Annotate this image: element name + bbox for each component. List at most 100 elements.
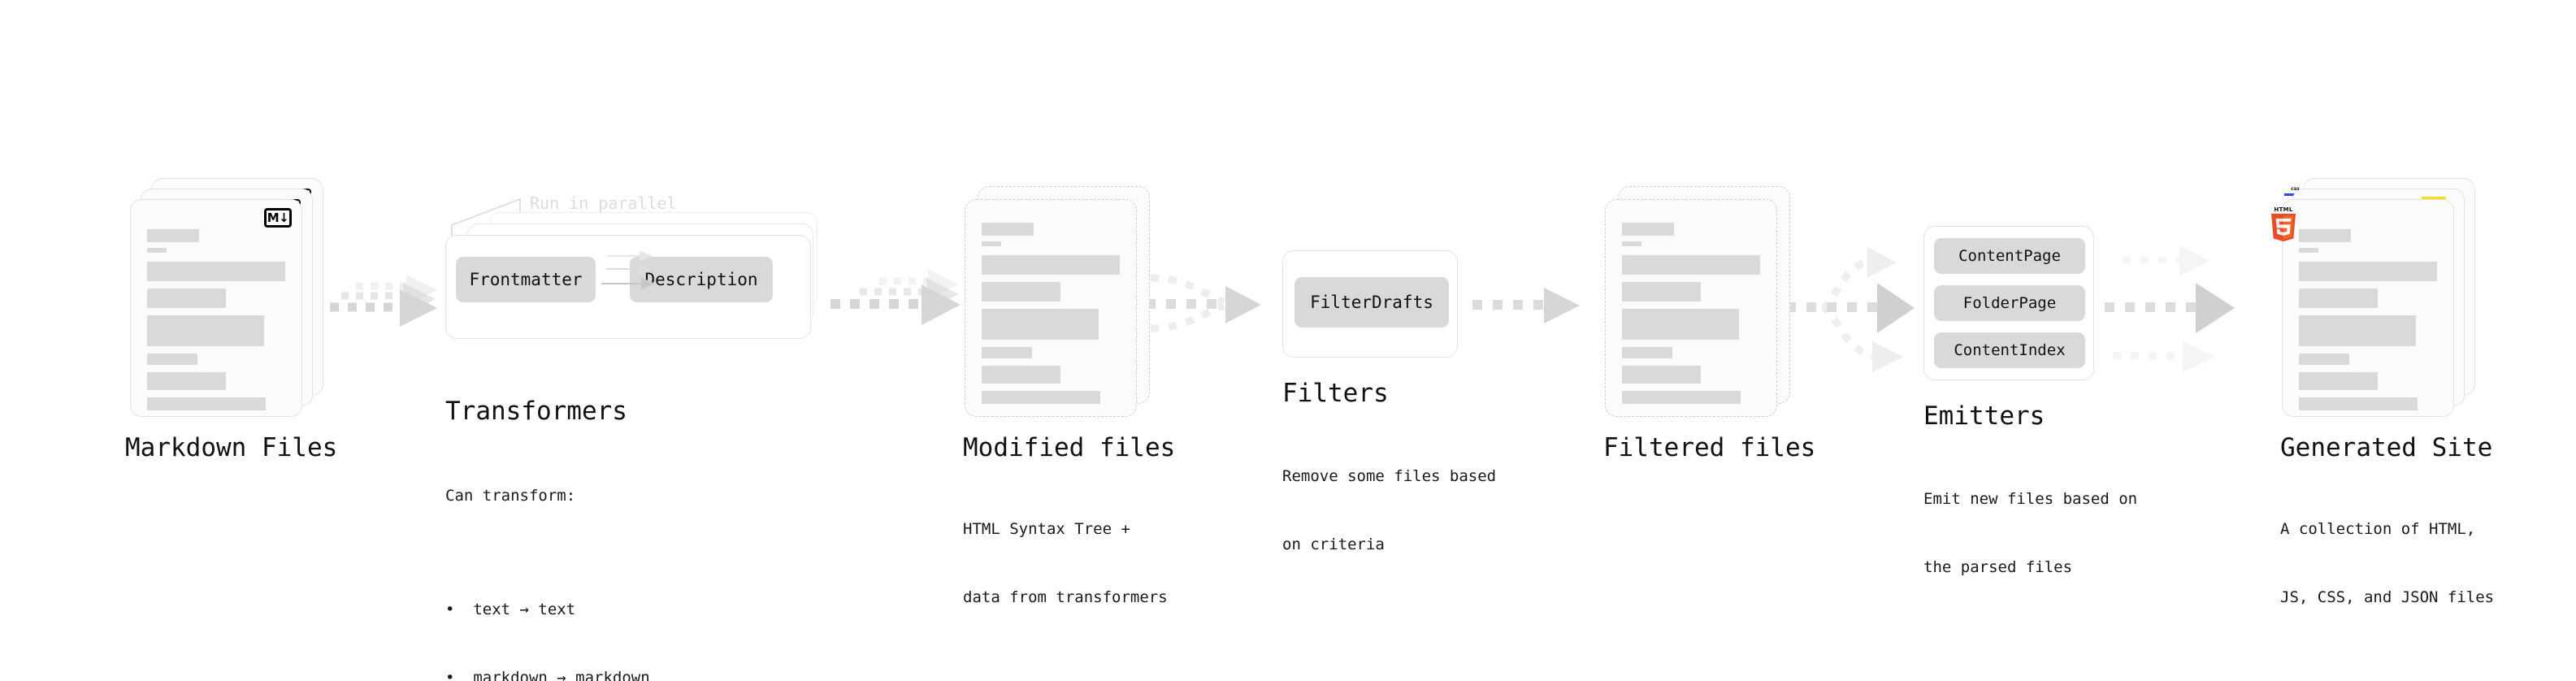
stacked-dashed-arrow-icon [312,275,437,327]
stage-transformers: Run in parallel Frontmatter Description [445,191,827,681]
html5-shield-icon [2270,214,2296,241]
plugin-pill-filterdrafts[interactable]: FilterDrafts [1295,277,1449,327]
css-badge-label: css [2291,186,2300,192]
transform-bullet: text → text [445,598,650,621]
markdown-card-front: M↓ [130,199,302,417]
placeholder-bar [147,262,285,281]
placeholder-bar [982,241,1001,246]
markdown-badge-label: M↓ [267,210,289,225]
subtitle-line: data from transformers [963,588,1168,606]
document-placeholder-lines [982,223,1120,404]
filtered-card-stack [1605,186,1790,417]
parallel-inner-arrows-icon [601,250,656,290]
placeholder-bar [2299,229,2351,242]
placeholder-bar [2299,248,2318,253]
stage-title-generated-site: Generated Site [2280,433,2493,462]
arrow-emitters-to-site [2105,232,2251,387]
placeholder-bar [147,372,226,390]
run-in-parallel-annotation: Run in parallel [530,193,677,213]
plugin-label-filterdrafts: FilterDrafts [1310,293,1433,312]
subtitle-line: the parsed files [1923,558,2073,576]
placeholder-bar [1622,241,1641,246]
stage-title-filters: Filters [1282,379,1389,408]
placeholder-bar [147,229,199,242]
plugin-label-contentindex: ContentIndex [1954,341,2066,359]
stage-subtitle-generated-site: A collection of HTML, JS, CSS, and JSON … [2280,472,2494,654]
placeholder-bar [2299,262,2437,281]
plugin-label-contentpage: ContentPage [1958,247,2061,265]
plugin-label-folderpage: FolderPage [1962,294,2057,312]
placeholder-bar [1622,347,1672,358]
document-placeholder-lines [1622,223,1760,404]
plugin-label-frontmatter: Frontmatter [469,270,583,289]
html5-badge-label: HTML [2274,206,2293,213]
plugin-pill-description[interactable]: Description [630,257,773,302]
placeholder-bar [2299,288,2378,308]
subtitle-line: A collection of HTML, [2280,520,2476,538]
placeholder-bar [982,223,1034,236]
parallel-dashed-arrow-icon [2105,245,2235,372]
stage-title-transformers: Transformers [445,397,627,426]
html5-badge: HTML [2270,206,2297,241]
placeholder-bar [147,354,197,365]
markdown-card-stack: M↓ M↓ M↓ [130,178,323,417]
arrow-filtered-to-emitters [1786,232,1924,387]
subtitle-line: JS, CSS, and JSON files [2280,588,2495,606]
placeholder-bar [982,391,1100,404]
placeholder-bar [1622,366,1701,384]
stage-title-emitters: Emitters [1923,401,2045,431]
markdown-badge: M↓ [264,208,292,228]
placeholder-bar [1622,223,1674,236]
document-placeholder-lines [147,229,285,410]
split-dashed-arrow-icon [1786,247,1915,372]
placeholder-bar [2299,372,2378,390]
stage-title-markdown-files: Markdown Files [125,433,338,462]
placeholder-bar [147,315,264,346]
stage-subtitle-emitters: Emit new files based on the parsed files [1923,442,2137,624]
placeholder-bar [147,248,167,253]
stage-title-filtered-files: Filtered files [1603,433,1816,462]
stage-filtered-files: Filtered files [1603,186,1815,462]
stage-subtitle-filters: Remove some files based on criteria [1282,419,1496,601]
stage-filters: FilterDrafts Filters Remove some files b… [1282,250,1496,553]
placeholder-bar [982,347,1032,358]
stacked-dashed-arrow-icon [830,269,961,325]
modified-card-front [965,199,1137,417]
generated-card-front: HTML [2270,199,2454,417]
placeholder-bar [982,366,1060,384]
placeholder-bar [2299,354,2349,365]
transform-intro: Can transform: [445,487,576,505]
dashed-arrow-icon [1472,288,1580,323]
placeholder-bar [147,288,226,308]
placeholder-bar [2299,397,2418,410]
plugin-label-description: Description [644,270,758,289]
emitters-box: ContentPage FolderPage ContentIndex [1923,226,2094,380]
stage-emitters: ContentPage FolderPage ContentIndex Emit… [1923,226,2137,576]
plugin-pill-contentpage[interactable]: ContentPage [1934,238,2085,274]
stage-generated-site: css HTML [2270,178,2494,606]
placeholder-bar [1622,282,1701,301]
placeholder-bar [1622,255,1760,275]
stage-title-modified-files: Modified files [963,433,1176,462]
placeholder-bar [2299,315,2416,346]
filtered-card-front [1605,199,1777,417]
stage-subtitle-modified-files: HTML Syntax Tree + data from transformer… [963,472,1168,654]
plugin-pill-contentindex[interactable]: ContentIndex [1934,332,2085,368]
filters-box: FilterDrafts [1282,250,1458,358]
stage-subtitle-transformers: Can transform: text → text markdown → ma… [445,439,650,681]
transform-bullet: markdown → markdown [445,666,649,681]
stage-modified-files: Modified files HTML Syntax Tree + data f… [963,186,1175,606]
arrow-modified-to-filters [1146,258,1276,356]
arrow-transformers-to-modified [830,268,969,349]
subtitle-line: on criteria [1282,536,1385,553]
transform-bullet-list: text → text markdown → markdown html → h… [445,553,650,681]
plugin-pill-frontmatter[interactable]: Frontmatter [456,257,596,302]
transformers-box-stack: Frontmatter Description [445,191,827,339]
merge-dashed-arrow-icon [1146,274,1261,332]
subtitle-line: Emit new files based on [1923,490,2138,508]
placeholder-bar [982,255,1120,275]
plugin-pill-folderpage[interactable]: FolderPage [1934,285,2085,321]
placeholder-bar [982,309,1099,340]
arrow-markdown-to-transformers [307,275,445,348]
subtitle-line: HTML Syntax Tree + [963,520,1130,538]
